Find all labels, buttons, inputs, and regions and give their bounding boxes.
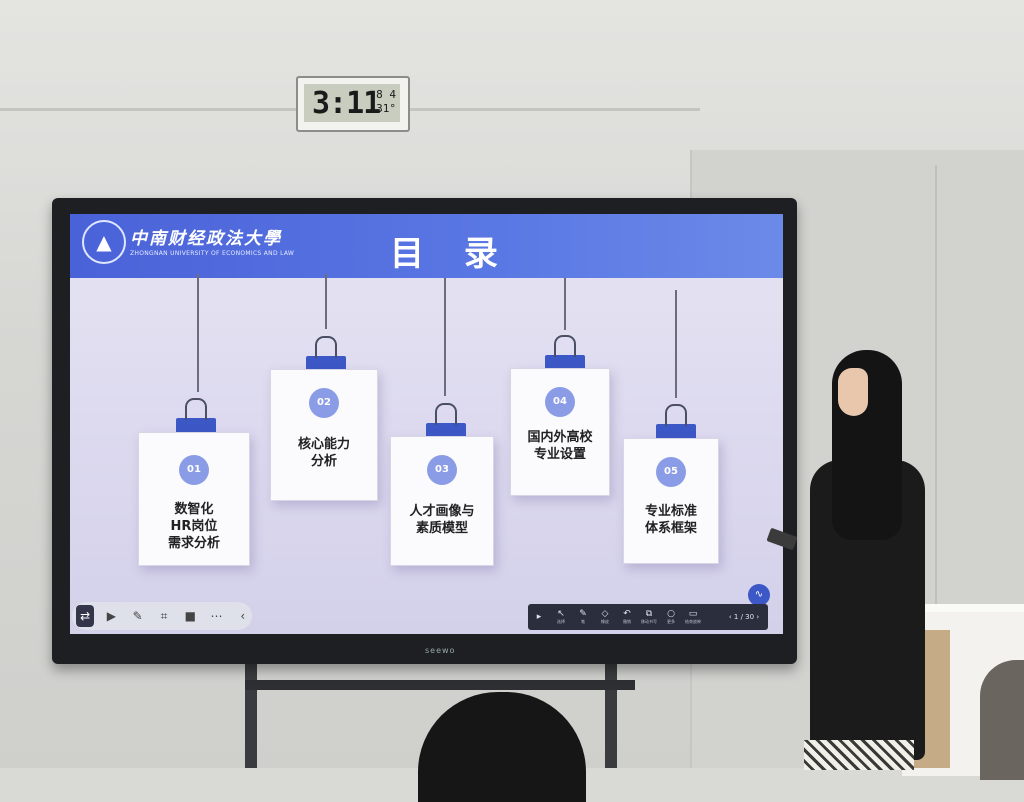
clock-temperature: 31°: [376, 102, 396, 115]
card-number: 02: [309, 388, 339, 418]
stand-leg-right: [605, 660, 617, 768]
collapse-icon[interactable]: ‹: [240, 609, 246, 623]
presentation-screen[interactable]: ▲ 中南财经政法大學 ZHONGNAN UNIVERSITY OF ECONOM…: [70, 214, 783, 634]
expand-button[interactable]: ▸: [536, 612, 542, 622]
card-label: 人才画像与 素质模型: [409, 504, 475, 536]
assistant-icon[interactable]: ∿: [748, 584, 770, 606]
card-string: [444, 278, 446, 396]
more-button[interactable]: ○更多: [667, 609, 675, 624]
audience-head: [980, 660, 1024, 780]
presenter-skirt: [804, 740, 914, 770]
toc-card-01[interactable]: 01 数智化 HR岗位 需求分析: [138, 432, 250, 566]
university-name-en: ZHONGNAN UNIVERSITY OF ECONOMICS AND LAW: [130, 250, 295, 257]
wall-clock: 3:11 8 4 31°: [296, 76, 410, 132]
card-label: 核心能力 分析: [297, 437, 350, 469]
eraser-tool-button[interactable]: ◇橡皮: [601, 609, 609, 624]
stand-leg-left: [245, 660, 257, 768]
presenter-face: [838, 368, 868, 416]
select-tool-button[interactable]: ↖选择: [557, 609, 565, 624]
card-number: 04: [545, 387, 575, 417]
card-string: [564, 278, 566, 330]
card-label: 国内外高校 专业设置: [527, 430, 593, 462]
card-number: 03: [427, 455, 457, 485]
clock-time: 3:11: [312, 86, 381, 121]
wall-panel-seam: [935, 165, 937, 615]
page-number: 1 / 30: [733, 613, 755, 621]
annotation-toolbar-right: ▸ ↖选择 ✎笔 ◇橡皮 ↶撤销 ⧉移动书写 ○更多 ▭结束放映: [528, 604, 768, 630]
clock-date: 8 4: [376, 88, 396, 101]
toc-card-02[interactable]: 02 核心能力 分析: [270, 369, 378, 501]
tv-brand: seewo: [425, 646, 456, 655]
play-icon[interactable]: ▶: [106, 609, 117, 623]
slide-title: 目 录: [390, 234, 512, 274]
tv-stand: [245, 660, 635, 768]
prev-page-button[interactable]: ‹: [728, 613, 732, 621]
move-write-button[interactable]: ⧉移动书写: [641, 609, 657, 624]
stand-crossbar: [245, 680, 635, 690]
clock-display: 3:11 8 4 31°: [304, 84, 400, 122]
clock-side-readout: 8 4 31°: [376, 88, 396, 116]
more-icon[interactable]: ⋯: [210, 609, 223, 623]
toc-card-05[interactable]: 05 专业标准 体系框架: [623, 438, 719, 564]
card-string: [325, 274, 327, 329]
card-label: 数智化 HR岗位 需求分析: [167, 502, 220, 551]
page-indicator[interactable]: ‹ 1 / 30 ›: [716, 604, 772, 630]
annotation-toolbar-left: ⇄ ▶ ✎ ⌗ ■ ⋯ ‹: [72, 602, 252, 630]
toc-card-03[interactable]: 03 人才画像与 素质模型: [390, 436, 494, 566]
university-name-cn: 中南财经政法大學: [130, 229, 282, 249]
next-page-button[interactable]: ›: [756, 613, 760, 621]
presenter: [790, 350, 930, 770]
card-number: 01: [179, 455, 209, 485]
screenshot-icon[interactable]: ⌗: [160, 608, 168, 623]
undo-button[interactable]: ↶撤销: [623, 609, 631, 624]
slide-header: ▲ 中南财经政法大學 ZHONGNAN UNIVERSITY OF ECONOM…: [70, 214, 783, 278]
pen-icon[interactable]: ✎: [132, 609, 143, 623]
end-show-button[interactable]: ▭结束放映: [685, 609, 701, 624]
pen-tool-button[interactable]: ✎笔: [579, 609, 587, 624]
switch-icon[interactable]: ⇄: [76, 605, 95, 627]
university-logo-icon: ▲: [82, 220, 126, 264]
card-number: 05: [656, 457, 686, 487]
card-label: 专业标准 体系框架: [644, 504, 697, 536]
toc-card-04[interactable]: 04 国内外高校 专业设置: [510, 368, 610, 496]
card-string: [197, 274, 199, 392]
camera-icon[interactable]: ■: [184, 609, 196, 623]
card-string: [675, 290, 677, 398]
